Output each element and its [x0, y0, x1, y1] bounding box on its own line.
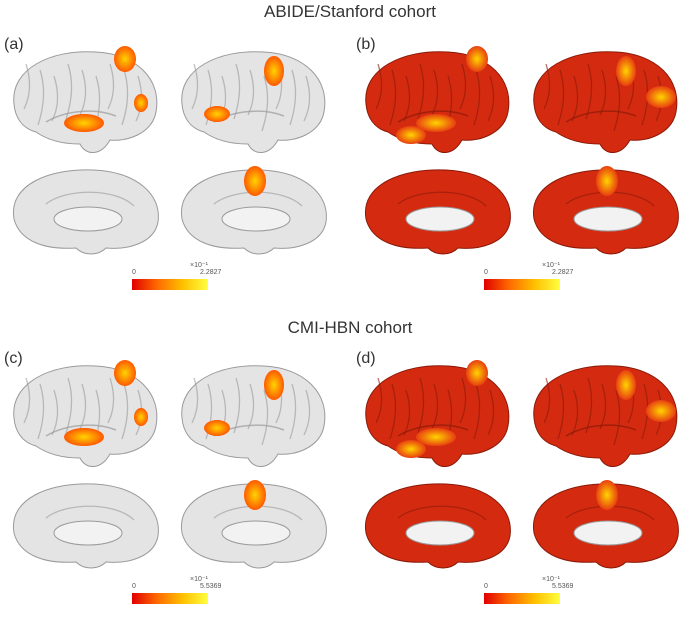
colorbar-exponent: ×10⁻¹: [190, 262, 208, 269]
activation-blob: [134, 94, 148, 112]
activation-blob: [466, 360, 488, 386]
activation-blob: [114, 46, 136, 72]
colorbar: [132, 279, 208, 290]
brain-left-medial: [364, 169, 511, 255]
colorbar-max: 5.5369: [200, 583, 222, 590]
colorbar-max: 2.2827: [200, 269, 222, 276]
brain-right-lateral: [533, 365, 678, 467]
brain-left-lateral: [13, 51, 158, 153]
colorbar-max: 2.2827: [552, 269, 574, 276]
activation-blob: [204, 420, 230, 436]
title-cmi: CMI-HBN cohort: [287, 318, 413, 337]
brain-right-lateral: [181, 365, 326, 467]
brain-left-lateral: [365, 365, 510, 467]
brain-left-lateral: [365, 51, 510, 153]
activation-blob: [264, 56, 284, 86]
colorbar-min: 0: [484, 583, 488, 590]
colorbar: [484, 279, 560, 290]
brain-left-medial: [12, 483, 159, 569]
activation-blob: [616, 370, 636, 400]
activation-blob: [134, 408, 148, 426]
activation-blob: [64, 428, 104, 446]
brain-left-medial: [364, 483, 511, 569]
colorbar-exponent: ×10⁻¹: [542, 576, 560, 583]
panel-label: (a): [4, 36, 24, 53]
colorbar-min: 0: [132, 583, 136, 590]
activation-blob: [466, 46, 488, 72]
brain-right-lateral: [181, 51, 326, 153]
brain-right-medial: [180, 483, 327, 569]
activation-blob: [416, 428, 456, 446]
title-abide: ABIDE/Stanford cohort: [264, 2, 436, 21]
activation-blob: [596, 480, 618, 510]
activation-blob: [616, 56, 636, 86]
activation-blob: [396, 440, 426, 458]
brain-right-medial: [532, 169, 679, 255]
activation-blob: [416, 114, 456, 132]
activation-blob: [264, 370, 284, 400]
colorbar: [132, 593, 208, 604]
brain-right-medial: [532, 483, 679, 569]
activation-blob: [114, 360, 136, 386]
panel-label: (d): [356, 350, 376, 367]
activation-blob: [596, 166, 618, 196]
activation-blob: [646, 400, 676, 422]
colorbar-exponent: ×10⁻¹: [190, 576, 208, 583]
activation-blob: [244, 166, 266, 196]
activation-blob: [244, 480, 266, 510]
panel-label: (c): [4, 350, 23, 367]
activation-blob: [646, 86, 676, 108]
colorbar-exponent: ×10⁻¹: [542, 262, 560, 269]
brain-right-medial: [180, 169, 327, 255]
colorbar: [484, 593, 560, 604]
activation-blob: [396, 126, 426, 144]
panel-label: (b): [356, 36, 376, 53]
colorbar-min: 0: [132, 269, 136, 276]
activation-blob: [204, 106, 230, 122]
colorbar-min: 0: [484, 269, 488, 276]
colorbar-max: 5.5369: [552, 583, 574, 590]
activation-blob: [64, 114, 104, 132]
brain-left-lateral: [13, 365, 158, 467]
brain-left-medial: [12, 169, 159, 255]
